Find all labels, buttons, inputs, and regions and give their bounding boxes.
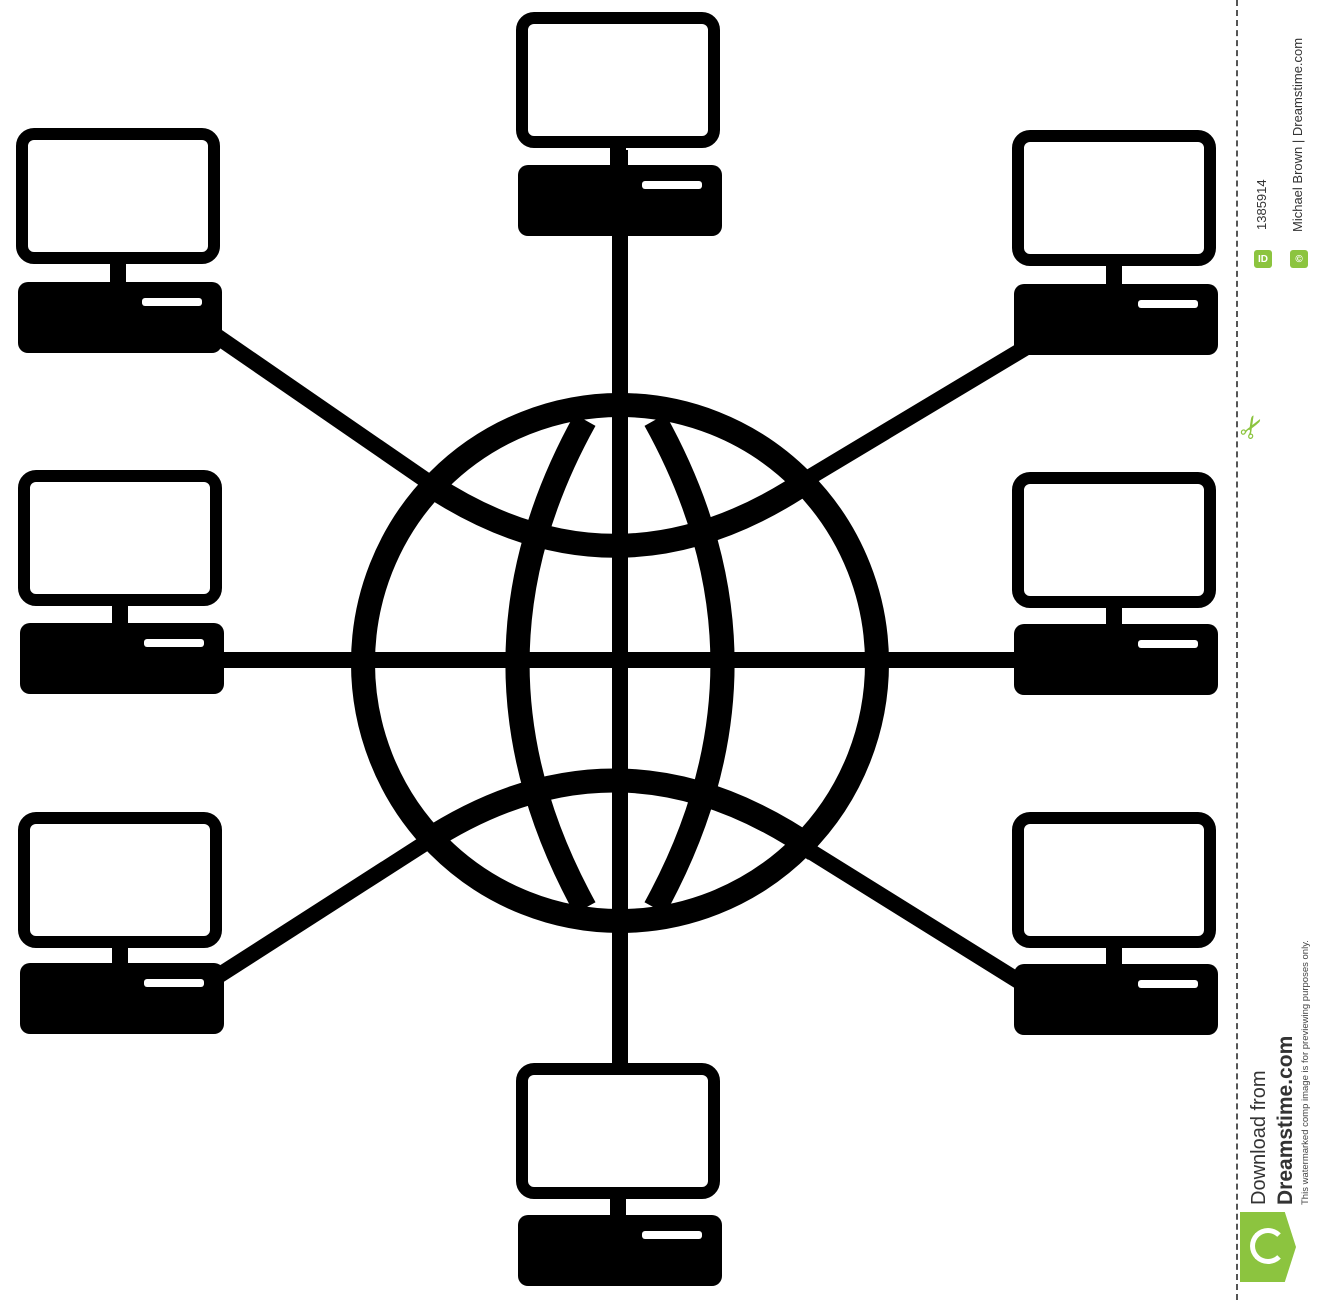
- download-from-text: Download from: [1248, 1070, 1270, 1205]
- computer-icon: [516, 1063, 722, 1286]
- monitor-stand: [610, 142, 626, 165]
- credit-text: Michael Brown | Dreamstime.com: [1290, 37, 1305, 232]
- drive-slot: [1138, 300, 1198, 308]
- drive-slot: [642, 181, 702, 189]
- computer-icon: [18, 470, 224, 694]
- watermark-strip: ID 1385914 © Michael Brown | Dreamstime.…: [1232, 0, 1324, 1300]
- computer-icon: [1012, 472, 1218, 695]
- drive-slot: [144, 639, 204, 647]
- disclaimer-text: This watermarked comp image is for previ…: [1300, 940, 1311, 1205]
- monitor: [1012, 812, 1216, 948]
- monitor-stand: [1106, 942, 1122, 964]
- monitor-stand: [112, 600, 128, 623]
- monitor: [18, 470, 222, 606]
- monitor: [1012, 130, 1216, 266]
- monitor-stand: [1106, 602, 1122, 624]
- link-bottom-right: [800, 841, 1030, 992]
- computer-base: [518, 1215, 722, 1286]
- monitor-stand: [112, 942, 128, 963]
- monitor: [16, 128, 220, 264]
- computer-base: [518, 165, 722, 236]
- computer-icon: [1012, 812, 1218, 1035]
- scissors-icon: ✂: [1231, 408, 1274, 447]
- drive-slot: [1138, 640, 1198, 648]
- computer-base: [1014, 624, 1218, 695]
- monitor: [1012, 472, 1216, 608]
- drive-slot: [144, 979, 204, 987]
- link-top-right: [800, 338, 1035, 487]
- computer-icon: [16, 128, 222, 353]
- site-name: Dreamstime.com: [1274, 1035, 1297, 1205]
- monitor-stand: [110, 258, 126, 282]
- computer-base: [18, 282, 222, 353]
- computer-icon: [18, 812, 224, 1034]
- monitor-stand: [610, 1193, 626, 1215]
- dreamstime-logo: [1240, 1212, 1296, 1282]
- computer-icon: [1012, 130, 1218, 355]
- link-top-left: [210, 328, 445, 497]
- network-diagram: [16, 12, 1218, 1286]
- link-bottom-left: [210, 833, 435, 985]
- monitor: [18, 812, 222, 948]
- computer-base: [20, 963, 224, 1034]
- computer-base: [20, 623, 224, 694]
- drive-slot: [142, 298, 202, 306]
- drive-slot: [642, 1231, 702, 1239]
- drive-slot: [1138, 980, 1198, 988]
- computer-base: [1014, 284, 1218, 355]
- computer-icon: [516, 12, 722, 236]
- computer-base: [1014, 964, 1218, 1035]
- copyright-icon: ©: [1290, 250, 1308, 268]
- image-id: 1385914: [1254, 179, 1269, 230]
- globe-icon: [351, 393, 889, 933]
- monitor: [516, 1063, 720, 1199]
- monitor-stand: [1106, 260, 1122, 284]
- monitor: [516, 12, 720, 148]
- id-badge-icon: ID: [1254, 250, 1272, 268]
